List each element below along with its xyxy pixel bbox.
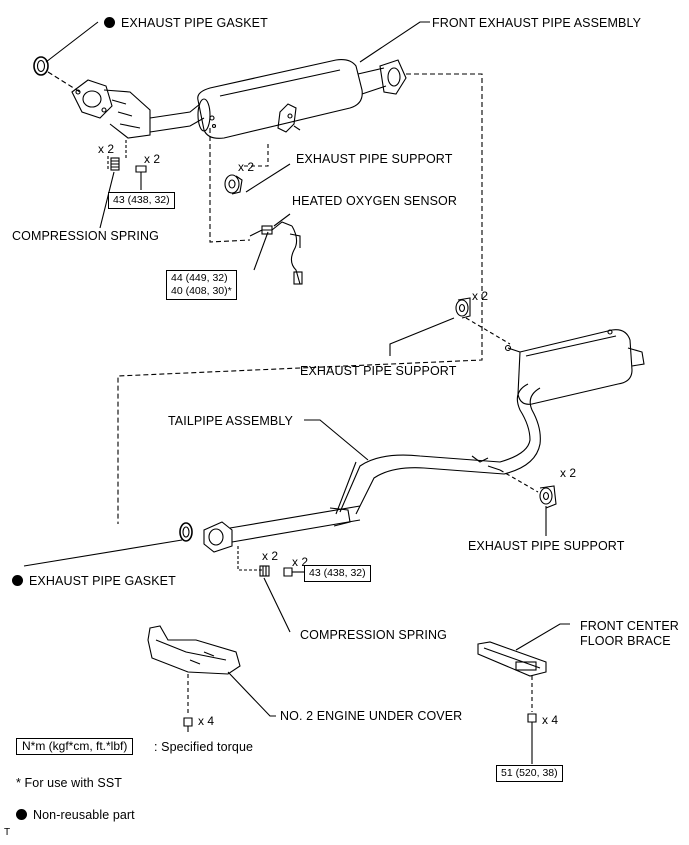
- label-under-cover: NO. 2 ENGINE UNDER COVER: [280, 709, 463, 723]
- label-oxygen-sensor: HEATED OXYGEN SENSOR: [292, 194, 457, 208]
- bolt-bottom: [283, 567, 304, 577]
- label-support-2: EXHAUST PIPE SUPPORT: [300, 364, 457, 378]
- no2-engine-under-cover: [147, 625, 241, 675]
- legend-sst-note: * For use with SST: [16, 776, 122, 790]
- label-brace-line1: FRONT CENTER: [580, 619, 679, 633]
- qty-brace-bolts: x 4: [542, 713, 559, 727]
- qty-cover-bolts: x 4: [198, 714, 215, 728]
- label-tailpipe: TAILPIPE ASSEMBLY: [168, 414, 293, 428]
- legend-torque-format: N*m (kgf*cm, ft.*lbf): [16, 738, 134, 755]
- corner-mark: T: [4, 827, 11, 838]
- exhaust-pipe-gasket-top: [33, 56, 49, 76]
- label-front-assembly: FRONT EXHAUST PIPE ASSEMBLY: [432, 16, 642, 30]
- nonreusable-dot-icon: [12, 575, 23, 586]
- legend-torque-desc: : Specified torque: [154, 740, 254, 754]
- compression-spring-top: [110, 157, 120, 171]
- qty-spring-bottom: x 2: [262, 549, 279, 563]
- brace-bolt: [527, 713, 537, 732]
- label-gasket-top: EXHAUST PIPE GASKET: [104, 16, 268, 30]
- label-support-3: EXHAUST PIPE SUPPORT: [468, 539, 625, 553]
- torque-box-bottom: 43 (438, 32): [304, 565, 371, 582]
- qty-support-1: x 2: [238, 160, 255, 174]
- qty-support-3: x 2: [560, 466, 577, 480]
- exhaust-pipe-support-mid: [455, 297, 471, 319]
- qty-support-2: x 2: [472, 289, 489, 303]
- legend-nonreusable-text: Non-reusable part: [33, 808, 135, 822]
- qty-bolt-top: x 2: [144, 152, 161, 166]
- label-support-1: EXHAUST PIPE SUPPORT: [296, 152, 453, 166]
- label-spring-top: COMPRESSION SPRING: [12, 229, 159, 243]
- torque-box-top: 43 (438, 32): [108, 192, 175, 209]
- exhaust-pipe-support-top: [224, 174, 243, 195]
- torque-sensor-line2: 40 (408, 30)*: [171, 285, 232, 297]
- label-spring-bottom: COMPRESSION SPRING: [300, 628, 447, 642]
- front-center-floor-brace: [477, 641, 547, 677]
- torque-sensor-line1: 44 (449, 32): [171, 272, 228, 284]
- nonreusable-dot-icon: [104, 17, 115, 28]
- heated-oxygen-sensor: [249, 221, 303, 285]
- torque-box-brace: 51 (520, 38): [496, 765, 563, 782]
- bolt-top: [135, 165, 147, 190]
- label-gasket-bottom: EXHAUST PIPE GASKET: [12, 574, 176, 588]
- cover-bolt: [183, 717, 193, 732]
- exhaust-pipe-support-right: [539, 485, 557, 509]
- exhaust-pipe-gasket-bottom: [179, 522, 193, 542]
- torque-box-sensor: 44 (449, 32) 40 (408, 30)*: [166, 270, 237, 300]
- qty-spring-top: x 2: [98, 142, 115, 156]
- label-gasket-top-text: EXHAUST PIPE GASKET: [121, 16, 268, 30]
- label-brace-line2: FLOOR BRACE: [580, 634, 671, 648]
- compression-spring-bottom: [259, 565, 270, 577]
- legend-nonreusable: Non-reusable part: [16, 808, 135, 822]
- label-gasket-bottom-text: EXHAUST PIPE GASKET: [29, 574, 176, 588]
- nonreusable-dot-icon: [16, 809, 27, 820]
